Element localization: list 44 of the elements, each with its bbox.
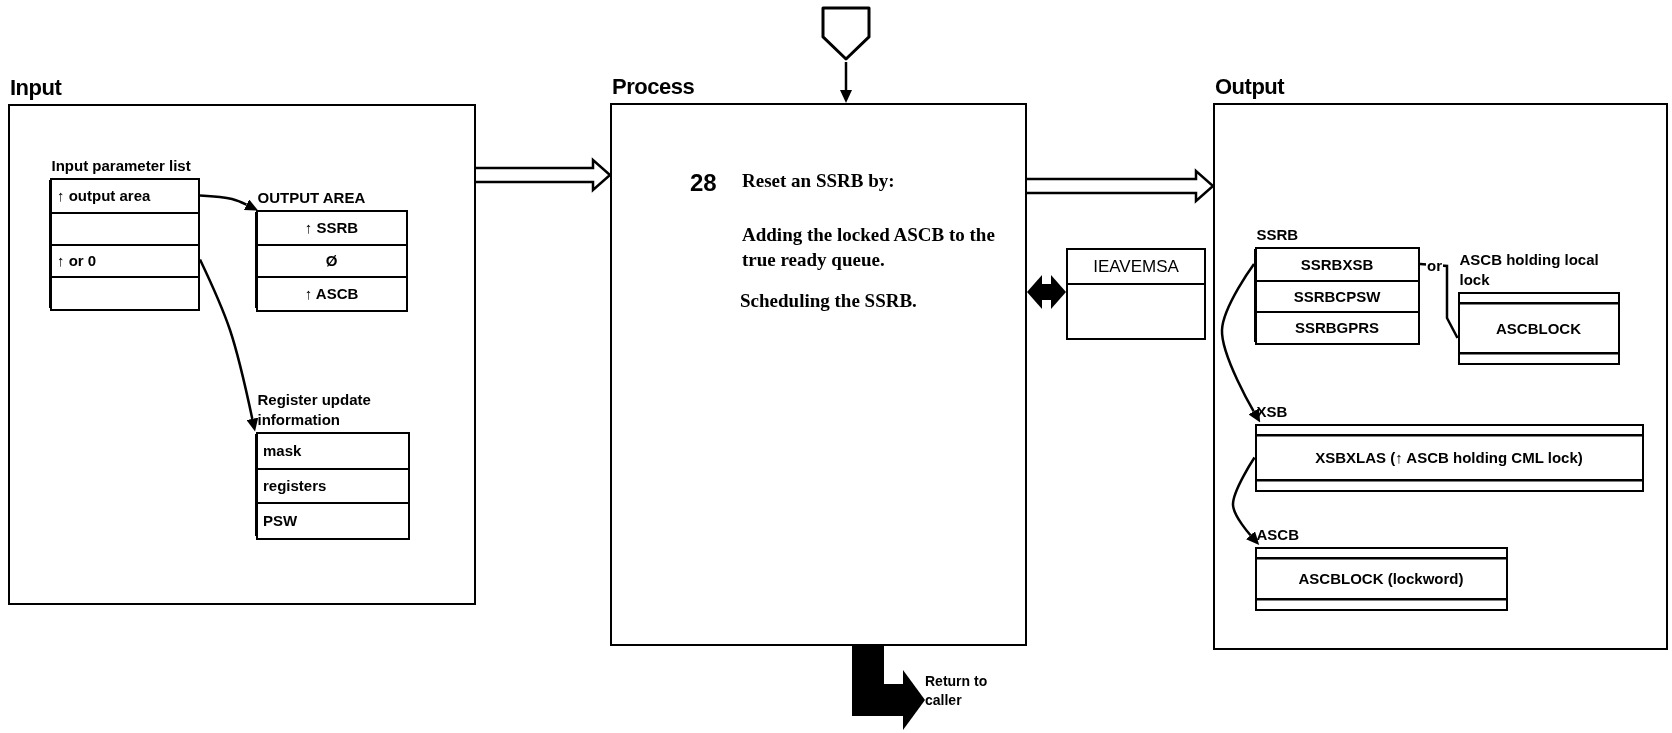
- arrow: [199, 194, 259, 211]
- table-heading: Input parameter list: [51, 156, 192, 177]
- block-arrow: [1027, 275, 1066, 309]
- table-row: mask: [255, 433, 410, 468]
- field-name: XSBXLAS (↑ ASCB holding CML lock): [1314, 448, 1584, 468]
- panel-heading: Output: [1215, 73, 1285, 102]
- arrow: [1231, 456, 1260, 545]
- block-arrow: [852, 646, 925, 730]
- table-row: Ø: [255, 243, 408, 277]
- table-row: registers: [255, 467, 410, 503]
- table-row: SSRBXSB: [1254, 248, 1420, 280]
- arrow: [198, 258, 259, 432]
- step-text: Reset an SSRB by:: [742, 169, 896, 193]
- step-text: Scheduling the SSRB.: [740, 289, 918, 313]
- table-row: SSRBGPRS: [1254, 310, 1420, 342]
- block-heading: XSB: [1256, 402, 1289, 423]
- hollow-arrow: [474, 157, 612, 193]
- table-row: ↑ SSRB: [255, 211, 408, 244]
- table-row: PSW: [255, 502, 410, 537]
- table-heading: OUTPUT AREA: [257, 188, 367, 209]
- table-row: ↑ or 0: [49, 243, 200, 276]
- empty-table-row: [49, 275, 200, 308]
- table-heading: Register update information: [257, 390, 372, 431]
- empty-table-row: [49, 211, 200, 244]
- field-name: ASCBLOCK (lockword): [1297, 569, 1465, 589]
- arrow: [1220, 263, 1261, 423]
- panel-heading: Process: [612, 73, 695, 102]
- block-heading: ASCB holding local lock: [1459, 250, 1600, 291]
- panel-heading: Input: [10, 74, 62, 103]
- connector-line: [1419, 262, 1459, 339]
- hollow-arrow: [1025, 168, 1215, 204]
- module-box: [1066, 248, 1206, 340]
- step-number: 28: [690, 168, 718, 198]
- table-row: ↑ ASCB: [255, 276, 408, 309]
- entry-connector: [820, 5, 872, 62]
- table-row: SSRBCPSW: [1254, 279, 1420, 311]
- table-heading: SSRB: [1256, 225, 1300, 246]
- module-name: IEAVEMSA: [1068, 250, 1204, 285]
- table-row: ↑ output area: [49, 179, 200, 212]
- block-heading: ASCB: [1256, 525, 1300, 546]
- arrow: [840, 62, 852, 103]
- field-name: ASCBLOCK: [1495, 318, 1582, 339]
- step-text: Adding the locked ASCB to the true ready queue.: [742, 223, 996, 272]
- return-label: Return to caller: [925, 672, 1005, 714]
